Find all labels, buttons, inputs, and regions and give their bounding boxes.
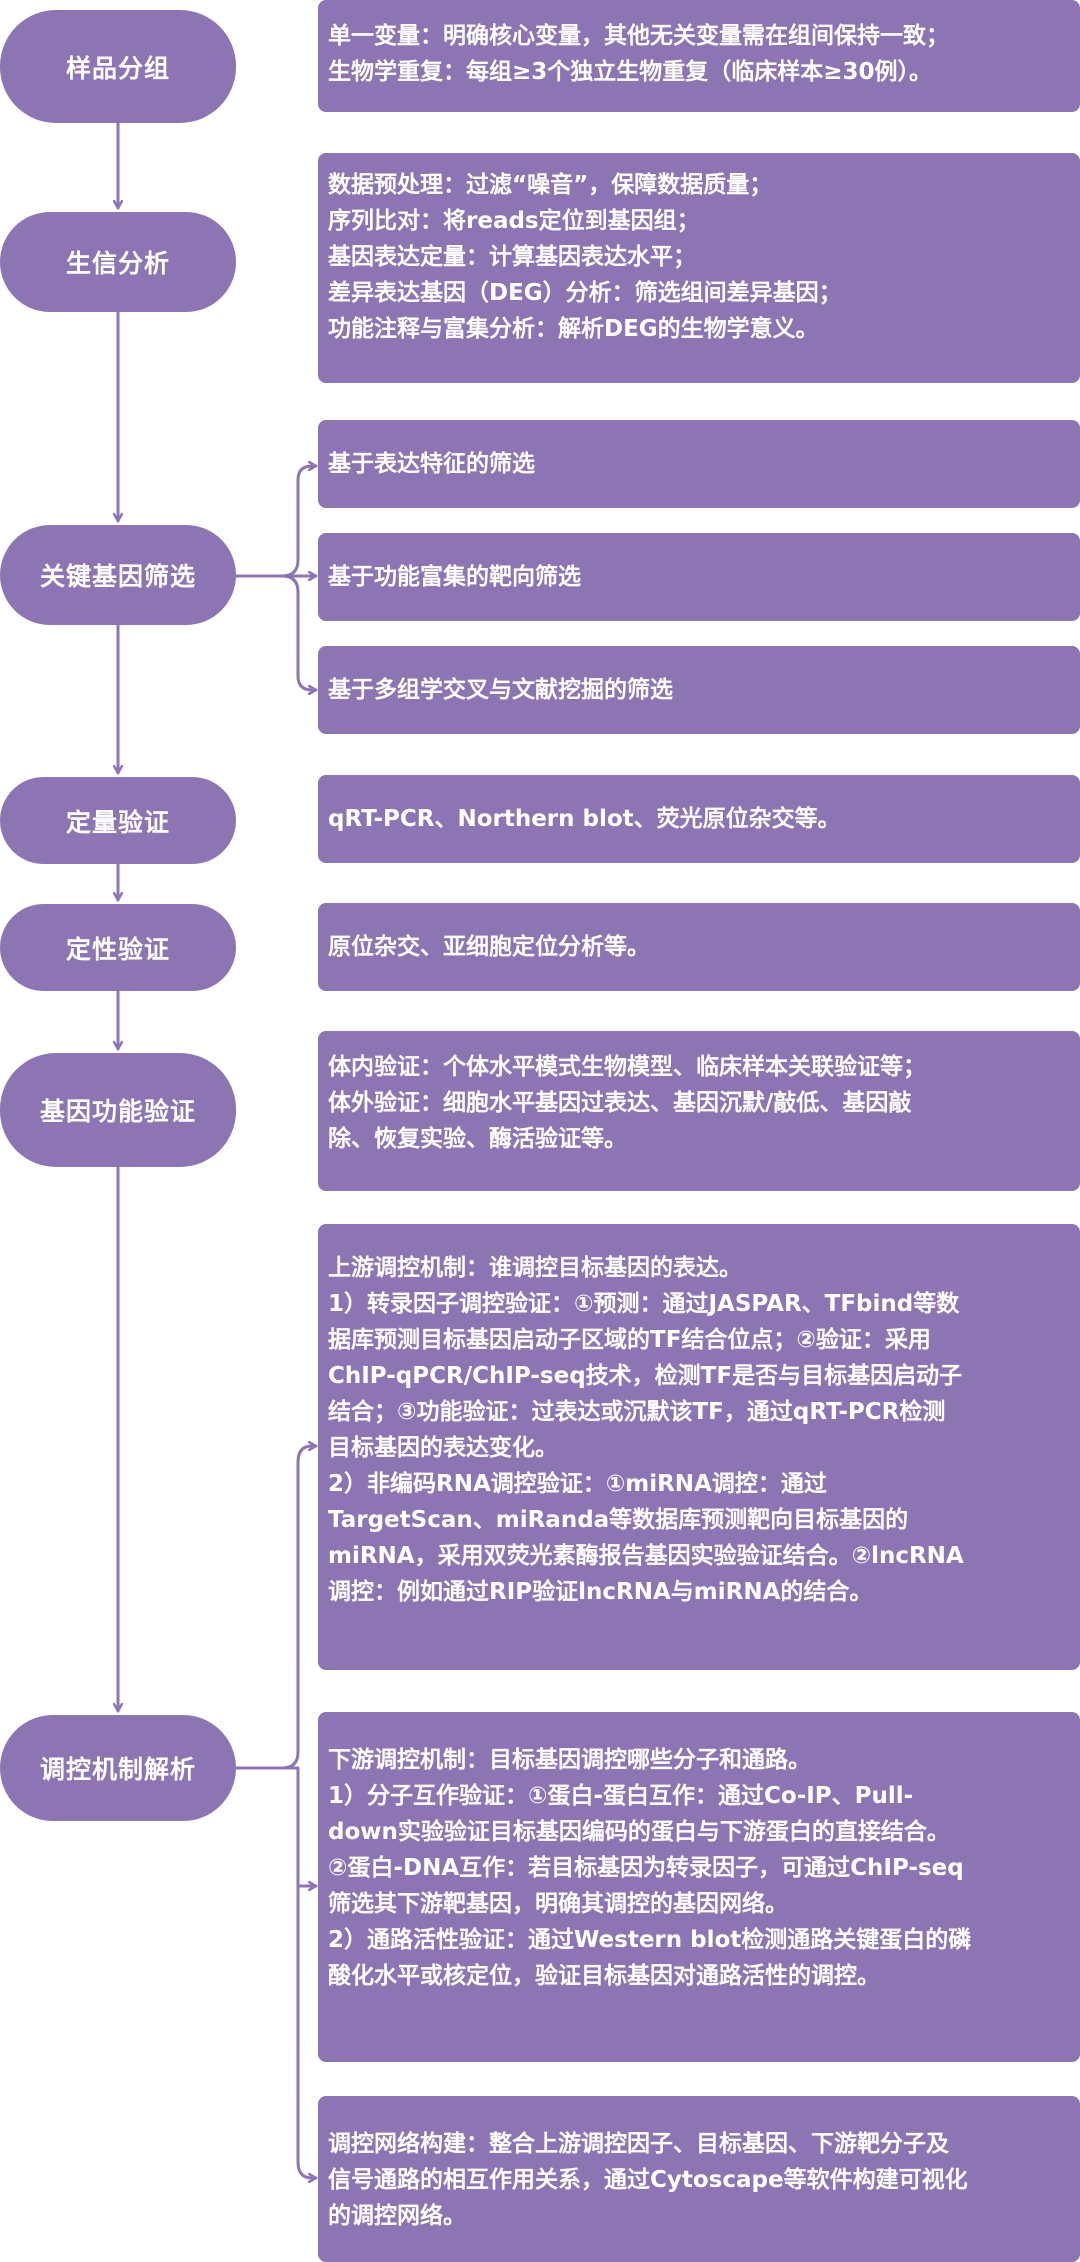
box-line: 信号通路的相互作用关系，通过Cytoscape等软件构建可视化 <box>328 2167 968 2193</box>
branch-reg-net <box>296 1766 318 2178</box>
step-bioinfo-pill: 生信分析 <box>0 212 236 312</box>
box-line: 单一变量：明确核心变量，其他无关变量需在组间保持一致； <box>328 23 949 49</box>
box-line: 差异表达基因（DEG）分析：筛选组间差异基因； <box>328 280 842 306</box>
box-line: 功能注释与富集分析：解析DEG的生物学意义。 <box>328 316 819 342</box>
box-line: 调控：例如通过RIP验证lncRNA与miRNA的结合。 <box>328 1579 873 1605</box>
box-line: 筛选其下游靶基因，明确其调控的基因网络。 <box>328 1891 788 1917</box>
box-line: 基因表达定量：计算基因表达水平； <box>328 244 696 270</box>
box-line: qRT-PCR、Northern blot、荧光原位杂交等。 <box>328 806 841 832</box>
box-line: 基于多组学交叉与文献挖掘的筛选 <box>328 677 673 703</box>
box-line: 1）分子互作验证：①蛋白-蛋白互作：通过Co-IP、Pull- <box>328 1783 914 1809</box>
box-line: 基于表达特征的筛选 <box>328 451 535 477</box>
step-reg-pill: 调控机制解析 <box>0 1715 236 1821</box>
box-reg-network: 调控网络构建：整合上游调控因子、目标基因、下游靶分子及 信号通路的相互作用关系，… <box>318 2096 1080 2262</box>
step-label: 定性验证 <box>65 934 170 964</box>
box-line: 体外验证：细胞水平基因过表达、基因沉默/敲低、基因敲 <box>328 1090 912 1116</box>
box-line: 目标基因的表达变化。 <box>328 1435 558 1461</box>
box-reg-downstream: 下游调控机制：目标基因调控哪些分子和通路。 1）分子互作验证：①蛋白-蛋白互作：… <box>318 1712 1080 2062</box>
box-line: 序列比对：将reads定位到基因组； <box>328 208 700 234</box>
box-line: miRNA，采用双荧光素酶报告基因实验验证结合。②lncRNA <box>328 1543 964 1569</box>
step-quant-pill: 定量验证 <box>0 777 236 864</box>
box-quant: qRT-PCR、Northern blot、荧光原位杂交等。 <box>318 775 1080 863</box>
box-line: 调控网络构建：整合上游调控因子、目标基因、下游靶分子及 <box>328 2131 949 2157</box>
box-line: 数据预处理：过滤“噪音”，保障数据质量； <box>328 172 773 198</box>
step-sample-pill: 样品分组 <box>0 10 236 123</box>
step-func-pill: 基因功能验证 <box>0 1053 236 1167</box>
box-line: 体内验证：个体水平模式生物模型、临床样本关联验证等； <box>328 1054 926 1080</box>
box-line: ②蛋白-DNA互作：若目标基因为转录因子，可通过ChIP-seq <box>328 1855 964 1881</box>
box-line: 除、恢复实验、酶活验证等。 <box>328 1126 627 1152</box>
step-screen-pill: 关键基因筛选 <box>0 525 236 625</box>
step-label: 关键基因筛选 <box>39 562 196 591</box>
box-line: 原位杂交、亚细胞定位分析等。 <box>328 934 650 960</box>
box-line: 2）非编码RNA调控验证：①miRNA调控：通过 <box>328 1471 827 1497</box>
box-line: 下游调控机制：目标基因调控哪些分子和通路。 <box>328 1747 811 1773</box>
branch-reg-up <box>234 1446 318 1770</box>
box-line: TargetScan、miRanda等数据库预测靶向目标基因的 <box>328 1507 909 1533</box>
box-line: 酸化水平或核定位，验证目标基因对通路活性的调控。 <box>328 1963 880 1989</box>
step-qual-pill: 定性验证 <box>0 904 236 991</box>
box-func: 体内验证：个体水平模式生物模型、临床样本关联验证等； 体外验证：细胞水平基因过表… <box>318 1031 1080 1191</box>
step-label: 基因功能验证 <box>39 1097 196 1126</box>
box-reg-upstream: 上游调控机制：谁调控目标基因的表达。 1）转录因子调控验证：①预测：通过JASP… <box>318 1224 1080 1670</box>
box-line: 基于功能富集的靶向筛选 <box>328 564 581 590</box>
box-line: 1）转录因子调控验证：①预测：通过JASPAR、TFbind等数 <box>328 1291 960 1317</box>
box-sample: 单一变量：明确核心变量，其他无关变量需在组间保持一致； 生物学重复：每组≥3个独… <box>318 0 1080 112</box>
box-line: down实验验证目标基因编码的蛋白与下游蛋白的直接结合。 <box>328 1819 950 1845</box>
branch-screen-1 <box>234 466 318 578</box>
box-screen-enrichment: 基于功能富集的靶向筛选 <box>318 533 1080 621</box>
box-screen-multiomics: 基于多组学交叉与文献挖掘的筛选 <box>318 646 1080 734</box>
box-line: 的调控网络。 <box>328 2203 466 2229</box>
box-bioinfo: 数据预处理：过滤“噪音”，保障数据质量； 序列比对：将reads定位到基因组； … <box>318 153 1080 383</box>
branch-screen-3 <box>234 574 318 690</box>
box-line: 2）通路活性验证：通过Western blot检测通路关键蛋白的磷 <box>328 1927 972 1953</box>
step-label: 定量验证 <box>65 807 170 837</box>
box-line: ChIP-qPCR/ChIP-seq技术，检测TF是否与目标基因启动子 <box>328 1363 963 1389</box>
box-line: 结合；③功能验证：过表达或沉默该TF，通过qRT-PCR检测 <box>328 1399 946 1425</box>
box-line: 据库预测目标基因启动子区域的TF结合位点；②验证：采用 <box>328 1327 931 1353</box>
step-label: 调控机制解析 <box>39 1755 196 1784</box>
box-screen-expression: 基于表达特征的筛选 <box>318 420 1080 508</box>
box-line: 上游调控机制：谁调控目标基因的表达。 <box>328 1255 742 1281</box>
step-label: 样品分组 <box>65 53 170 83</box>
box-line: 生物学重复：每组≥3个独立生物重复（临床样本≥30例）。 <box>328 59 933 85</box>
box-qual: 原位杂交、亚细胞定位分析等。 <box>318 903 1080 991</box>
step-label: 生信分析 <box>65 249 170 278</box>
